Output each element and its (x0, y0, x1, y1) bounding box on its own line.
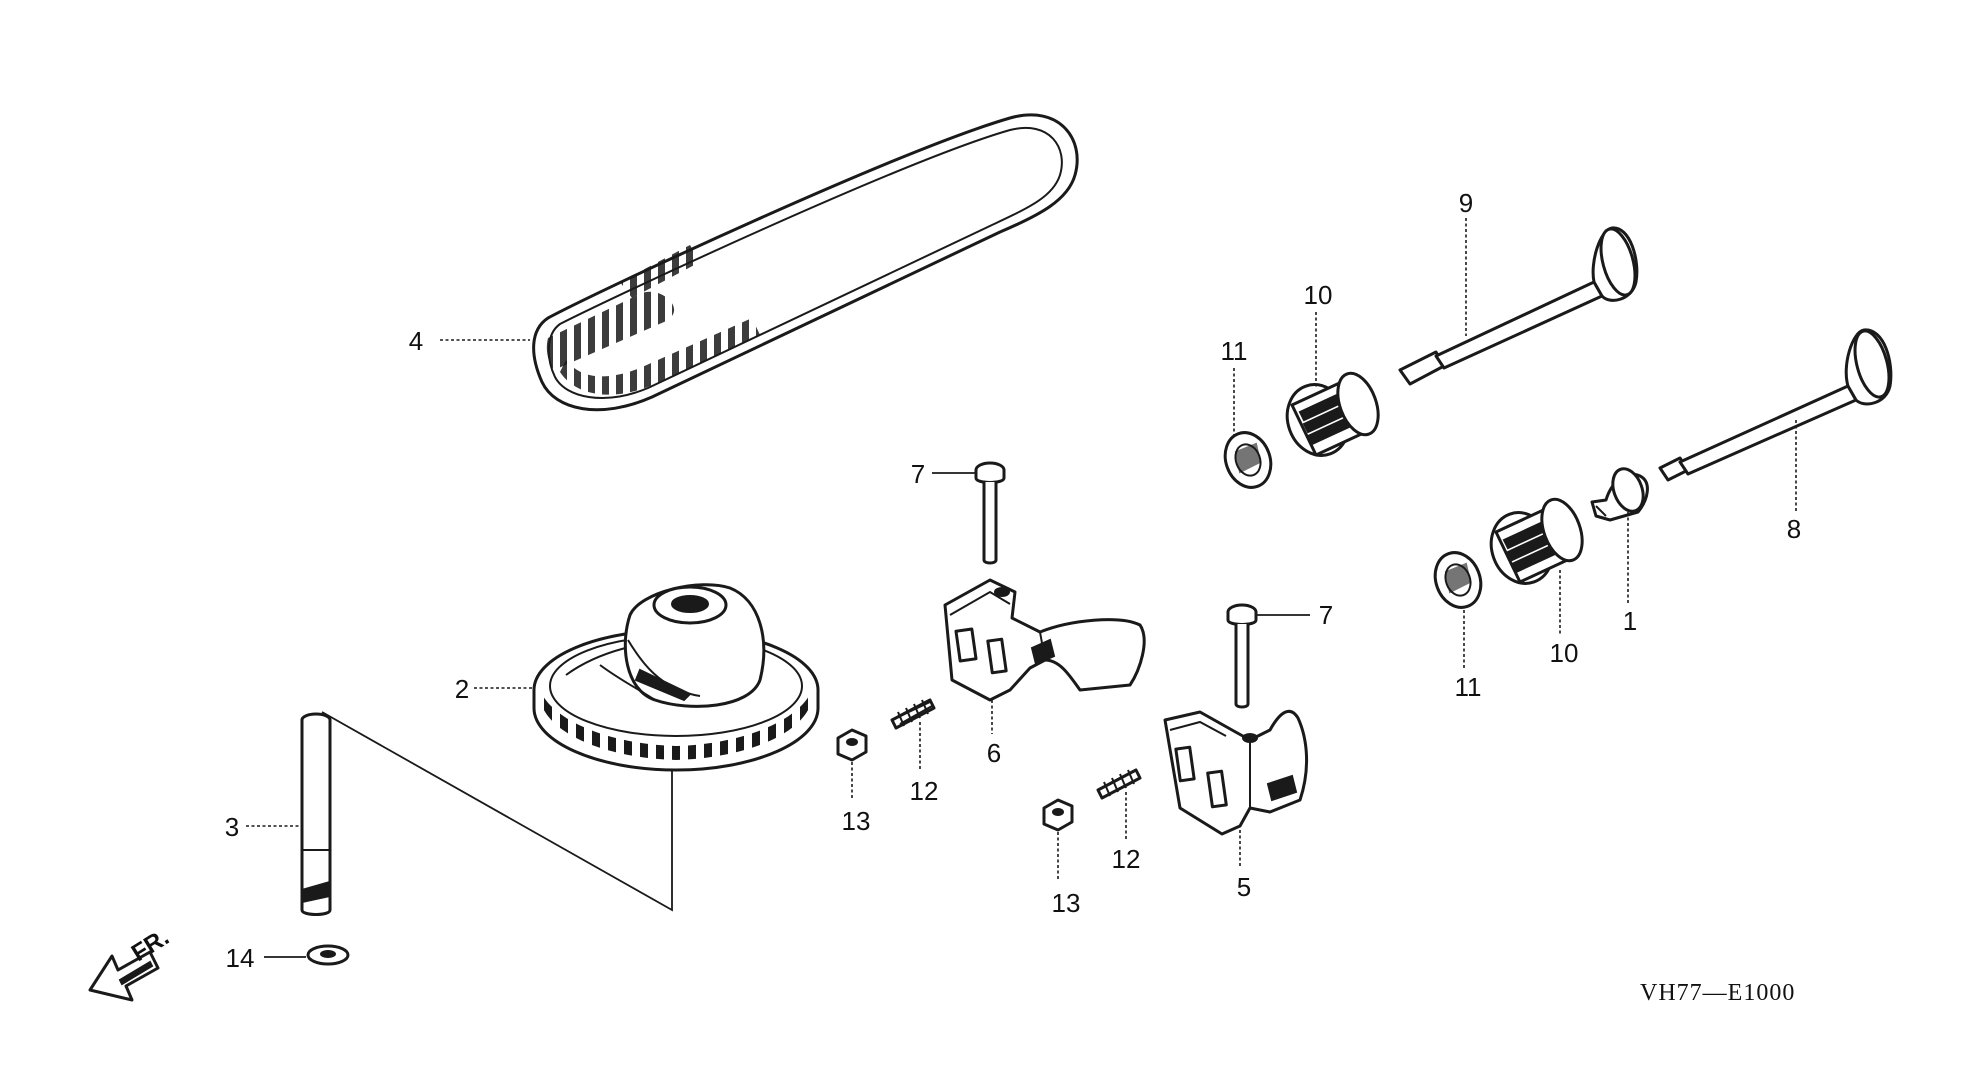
valve-spring-upper (1285, 371, 1380, 457)
callout-12-lower: 12 (1112, 844, 1141, 874)
rocker-pin-lower (1226, 603, 1258, 709)
callout-3: 3 (225, 812, 239, 842)
front-direction-arrow (88, 950, 160, 1002)
leader-lines (246, 218, 1797, 958)
diagram-code: VH77—E1000 (1640, 980, 1795, 1006)
rocker-arm-upper (943, 578, 1146, 702)
callout-14: 14 (226, 943, 255, 973)
callout-12-upper: 12 (910, 776, 939, 806)
lock-nut-upper (836, 728, 868, 762)
rocker-arm-lower (1163, 709, 1308, 836)
callout-7-upper: 7 (911, 459, 925, 489)
washer (306, 944, 350, 966)
valve-spring-lower (1489, 497, 1584, 585)
callout-11-lower: 11 (1455, 672, 1482, 702)
valve-stem-seal (1590, 467, 1649, 522)
valve-retainer-upper (1223, 431, 1273, 489)
camshaft-pulley (532, 583, 820, 772)
callout-8: 8 (1787, 514, 1801, 544)
callout-11-upper: 11 (1221, 336, 1248, 366)
adjusting-screw-lower (1096, 768, 1142, 800)
intake-valve (1658, 328, 1893, 482)
callout-labels: 4 2 3 14 7 6 13 12 7 5 13 12 11 10 9 8 1… (225, 188, 1801, 973)
callout-7-lower: 7 (1319, 600, 1333, 630)
callout-2: 2 (455, 674, 469, 704)
adjusting-screw-upper (890, 698, 936, 730)
exhaust-valve (1398, 226, 1639, 386)
callout-9: 9 (1459, 188, 1473, 218)
lock-nut-lower (1042, 798, 1074, 832)
camshaft (300, 711, 673, 916)
callout-13-upper: 13 (842, 806, 871, 836)
callout-1: 1 (1623, 606, 1637, 636)
callout-10-lower: 10 (1550, 638, 1579, 668)
rocker-pin-upper (974, 461, 1006, 565)
callout-13-lower: 13 (1052, 888, 1081, 918)
callout-6: 6 (987, 738, 1001, 768)
callout-10-upper: 10 (1304, 280, 1333, 310)
callout-4: 4 (409, 326, 423, 356)
valve-retainer-lower (1433, 551, 1483, 609)
callout-5: 5 (1237, 872, 1251, 902)
timing-belt (532, 113, 1079, 412)
